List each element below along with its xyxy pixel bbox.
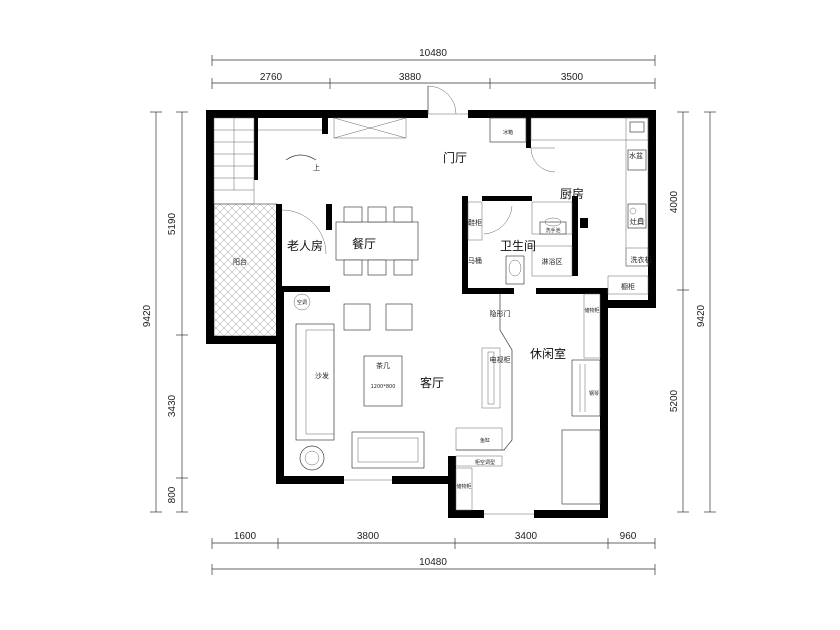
shower-label: 淋浴区 xyxy=(542,257,563,266)
sink-label: 水盆 xyxy=(629,151,643,160)
staircase: 上 xyxy=(213,117,322,205)
tea-table-size-label: 1200*800 xyxy=(371,384,396,390)
piano-label: 钢琴 xyxy=(589,390,599,397)
ac-label: 空调 xyxy=(297,299,307,306)
dim-top-seg-3: 3500 xyxy=(561,72,584,83)
dimension-right: 4000 5200 9420 xyxy=(669,111,716,513)
storage2-label: 储物柜 xyxy=(456,483,471,490)
hidden-door-label: 隐形门 xyxy=(490,309,511,318)
bathroom-area: 洗手池 淋浴区 马桶 鞋柜 xyxy=(467,201,573,285)
room-kitchen: 厨房 xyxy=(560,186,584,201)
dim-left-seg-1: 5190 xyxy=(167,212,178,235)
room-living: 客厅 xyxy=(420,375,444,390)
washer-label: 洗衣机 xyxy=(631,255,652,264)
dim-bottom-seg-4: 960 xyxy=(620,531,637,542)
room-entrance-hall: 门厅 xyxy=(443,150,467,165)
dining-area xyxy=(335,206,419,276)
toilet-label: 马桶 xyxy=(468,256,482,265)
lounge-area: 储物柜 钢琴 鱼缸 柜空调型 储物柜 xyxy=(455,293,601,515)
dim-bottom-total: 10480 xyxy=(419,557,447,568)
dim-right-seg-2: 5200 xyxy=(669,389,680,412)
balcony-label: 阳台 xyxy=(233,257,247,266)
dim-left-seg-2: 3430 xyxy=(167,394,178,417)
cupboard-label: 橱柜 xyxy=(621,282,635,291)
dimension-top: 10480 2760 3880 3500 xyxy=(211,48,656,89)
dim-right-total: 9420 xyxy=(696,304,707,327)
entry-door[interactable] xyxy=(427,85,468,115)
dim-left-seg-3: 800 xyxy=(167,486,178,503)
balcony-floor xyxy=(213,203,278,337)
dim-right-seg-1: 4000 xyxy=(669,190,680,213)
dim-bottom-seg-3: 3400 xyxy=(515,531,538,542)
window-shelf xyxy=(333,117,407,139)
room-lounge: 休闲室 xyxy=(530,346,566,361)
storage-label: 储物柜 xyxy=(584,307,599,314)
washbasin-label: 洗手池 xyxy=(545,227,560,234)
tv-cabinet-label: 电视柜 xyxy=(490,355,511,364)
dim-top-seg-1: 2760 xyxy=(260,72,283,83)
room-dining: 餐厅 xyxy=(352,236,376,251)
room-elder: 老人房 xyxy=(287,238,323,253)
dim-left-total: 9420 xyxy=(142,304,153,327)
fish-tank-label: 鱼缸 xyxy=(480,437,490,444)
sofa-label: 沙发 xyxy=(315,371,329,380)
dim-bottom-seg-2: 3800 xyxy=(357,531,380,542)
dim-bottom-seg-1: 1600 xyxy=(234,531,257,542)
living-area: 空调 沙发 茶几 1200*800 电视柜 xyxy=(293,293,511,481)
shoe-cabinet-label: 鞋柜 xyxy=(468,218,482,227)
stair-up-label: 上 xyxy=(313,163,320,172)
dim-top-seg-2: 3880 xyxy=(399,72,422,83)
room-bathroom: 卫生间 xyxy=(500,239,536,253)
fridge xyxy=(489,117,527,143)
dim-top-total: 10480 xyxy=(419,48,447,59)
stove-label: 灶具 xyxy=(630,217,644,226)
ac-cabinet-label: 柜空调型 xyxy=(475,459,495,466)
dimension-bottom: 1600 3800 3400 960 10480 xyxy=(211,531,656,575)
kitchen-area: 冰箱 水盆 灶具 洗衣机 橱柜 xyxy=(489,117,652,295)
walls xyxy=(206,110,656,518)
tea-table-label: 茶几 xyxy=(376,361,390,370)
fridge-label: 冰箱 xyxy=(503,129,513,136)
dimension-left: 9420 5190 3430 800 xyxy=(142,111,188,513)
